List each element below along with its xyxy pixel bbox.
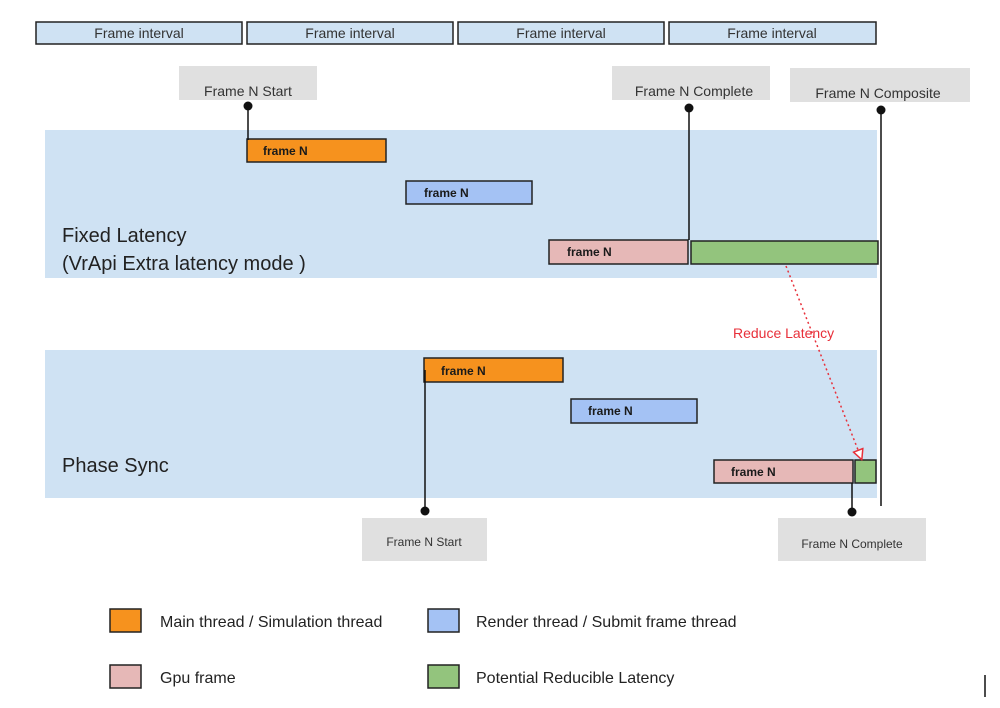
fixed-gpu-frame-bar [548, 239, 689, 265]
marker-label-top-start: Frame N Start [204, 83, 292, 99]
fixed-latency-title: Fixed Latency [62, 225, 187, 247]
frame-interval-box-1 [35, 21, 243, 45]
legend-swatch-reducible-latency [427, 664, 460, 689]
phase-gpu-frame-label: frame N [731, 465, 776, 479]
marker-label-bottom-start: Frame N Start [386, 535, 462, 549]
fixed-render-thread-bar [405, 180, 533, 205]
legend-label-gpu-frame: Gpu frame [160, 670, 236, 687]
reduce-latency-label: Reduce Latency [733, 325, 834, 341]
frame-interval-label-4: Frame interval [727, 25, 816, 41]
fixed-gpu-frame-label: frame N [567, 245, 612, 259]
legend-label-reducible-latency: Potential Reducible Latency [476, 670, 674, 687]
top-start-marker-dot [243, 101, 253, 111]
legend-label-render-thread: Render thread / Submit frame thread [476, 614, 737, 631]
reduce-latency-arrow [785, 265, 860, 455]
fixed-reducible-latency-bar [690, 240, 879, 265]
phase-render-thread-label: frame N [588, 404, 633, 418]
fixed-latency-subtitle: (VrApi Extra latency mode ) [62, 253, 306, 275]
phase-main-thread-label: frame N [441, 364, 486, 378]
frame-interval-box-2 [246, 21, 454, 45]
frame-interval-label-1: Frame interval [94, 25, 183, 41]
marker-label-top-composite: Frame N Composite [815, 85, 940, 101]
legend-label-main-thread: Main thread / Simulation thread [160, 614, 382, 631]
marker-label-bottom-complete: Frame N Complete [801, 537, 903, 551]
composite-marker-dot [876, 105, 886, 115]
legend-swatch-main-thread [109, 608, 142, 633]
legend: Main thread / Simulation thread Render t… [109, 608, 737, 689]
bottom-start-marker-dot [420, 506, 430, 516]
fixed-main-thread-bar [246, 138, 387, 163]
phase-main-thread-bar [423, 357, 564, 383]
phase-sync-title: Phase Sync [62, 455, 169, 477]
frame-interval-box-3 [457, 21, 665, 45]
top-complete-marker-dot [684, 103, 694, 113]
bottom-complete-marker-dot [847, 507, 857, 517]
frame-interval-box-4 [668, 21, 877, 45]
marker-box-top-composite [790, 68, 970, 102]
frame-interval-label-3: Frame interval [516, 25, 605, 41]
fixed-render-thread-label: frame N [424, 186, 469, 200]
phase-reducible-latency-bar [854, 459, 877, 484]
fixed-main-thread-label: frame N [263, 144, 308, 158]
frame-interval-label-2: Frame interval [305, 25, 394, 41]
marker-box-bottom-complete [778, 518, 926, 561]
phase-gpu-frame-bar [713, 459, 854, 484]
frame-interval-header: Frame interval Frame interval Frame inte… [35, 21, 877, 45]
marker-box-top-start [179, 66, 317, 100]
marker-box-bottom-start [362, 518, 487, 561]
legend-swatch-gpu-frame [109, 664, 142, 689]
phase-render-thread-bar [570, 398, 698, 424]
marker-label-top-complete: Frame N Complete [635, 83, 753, 99]
legend-swatch-render-thread [427, 608, 460, 633]
marker-box-top-complete [612, 66, 770, 100]
